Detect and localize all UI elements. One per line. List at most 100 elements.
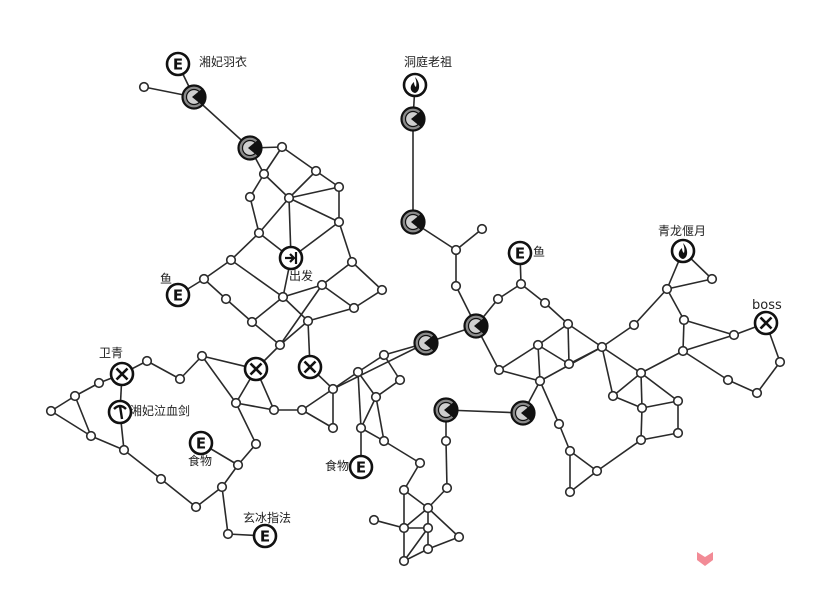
map-node[interactable] [672, 427, 684, 439]
map-node[interactable] [355, 422, 367, 434]
map-node[interactable] [628, 319, 640, 331]
map-node[interactable] [45, 405, 57, 417]
map-node[interactable] [564, 486, 576, 498]
map-node[interactable] [346, 256, 358, 268]
map-node[interactable] [368, 514, 380, 526]
map-node[interactable] [376, 284, 388, 296]
map-node[interactable] [476, 223, 488, 235]
map-node[interactable] [722, 374, 734, 386]
map-node[interactable] [562, 318, 574, 330]
map-node[interactable] [118, 444, 130, 456]
battle-node-icon[interactable] [109, 361, 135, 387]
map-node[interactable] [635, 434, 647, 446]
gear-icon[interactable] [510, 400, 536, 426]
map-node[interactable] [333, 181, 345, 193]
map-node[interactable] [398, 522, 410, 534]
map-node[interactable] [310, 165, 322, 177]
map-node[interactable] [93, 377, 105, 389]
map-node[interactable] [398, 484, 410, 496]
map-node[interactable] [422, 543, 434, 555]
map-node[interactable] [277, 291, 289, 303]
map-node[interactable] [378, 435, 390, 447]
map-node[interactable] [378, 349, 390, 361]
pink-heart-icon[interactable] [697, 552, 713, 566]
map-node[interactable] [348, 302, 360, 314]
gear-icon[interactable] [400, 209, 426, 235]
gear-icon[interactable] [463, 313, 489, 339]
map-node[interactable] [276, 141, 288, 153]
map-node[interactable] [155, 473, 167, 485]
event-node-icon[interactable]: E [507, 240, 533, 266]
map-node[interactable] [246, 316, 258, 328]
map-node[interactable] [515, 278, 527, 290]
map-node[interactable] [190, 501, 202, 513]
map-node[interactable] [441, 482, 453, 494]
map-node[interactable] [774, 356, 786, 368]
battle-node-icon[interactable] [243, 356, 269, 382]
map-node[interactable] [493, 364, 505, 376]
map-node[interactable] [677, 345, 689, 357]
map-node[interactable] [370, 391, 382, 403]
map-node[interactable] [661, 283, 673, 295]
map-node[interactable] [268, 404, 280, 416]
map-node[interactable] [751, 387, 763, 399]
map-node[interactable] [232, 459, 244, 471]
map-node[interactable] [327, 383, 339, 395]
map-node[interactable] [316, 279, 328, 291]
map-node[interactable] [333, 216, 345, 228]
event-node-icon[interactable]: E [348, 454, 374, 480]
map-node[interactable] [450, 244, 462, 256]
map-node[interactable] [244, 191, 256, 203]
map-node[interactable] [440, 435, 452, 447]
map-node[interactable] [141, 355, 153, 367]
event-node-icon[interactable]: E [188, 430, 214, 456]
map-node[interactable] [422, 502, 434, 514]
map-node[interactable] [422, 522, 434, 534]
battle-node-icon[interactable] [753, 310, 779, 336]
battle-node-icon[interactable] [297, 354, 323, 380]
map-node[interactable] [222, 528, 234, 540]
map-node[interactable] [138, 81, 150, 93]
gear-icon[interactable] [237, 135, 263, 161]
flame-icon[interactable] [670, 238, 696, 264]
map-node[interactable] [563, 358, 575, 370]
gear-icon[interactable] [413, 330, 439, 356]
map-node[interactable] [492, 293, 504, 305]
map-node[interactable] [283, 192, 295, 204]
map-node[interactable] [706, 273, 718, 285]
gear-icon[interactable] [181, 84, 207, 110]
map-node[interactable] [216, 481, 228, 493]
map-node[interactable] [591, 465, 603, 477]
map-node[interactable] [394, 374, 406, 386]
map-node[interactable] [553, 418, 565, 430]
map-node[interactable] [174, 373, 186, 385]
map-node[interactable] [635, 367, 647, 379]
map-node[interactable] [532, 339, 544, 351]
map-node[interactable] [250, 438, 262, 450]
map-node[interactable] [198, 273, 210, 285]
map-node[interactable] [414, 457, 426, 469]
map-node[interactable] [352, 366, 364, 378]
map-node[interactable] [196, 350, 208, 362]
gear-icon[interactable] [433, 397, 459, 423]
gear-icon[interactable] [400, 106, 426, 132]
map-node[interactable] [453, 531, 465, 543]
map-node[interactable] [302, 315, 314, 327]
map-node[interactable] [678, 314, 690, 326]
map-node[interactable] [728, 329, 740, 341]
event-node-icon[interactable]: E [165, 51, 191, 77]
map-node[interactable] [636, 402, 648, 414]
map-node[interactable] [596, 341, 608, 353]
map-node[interactable] [225, 254, 237, 266]
map-node[interactable] [398, 555, 410, 567]
map-node[interactable] [230, 397, 242, 409]
map-node[interactable] [450, 280, 462, 292]
map-node[interactable] [327, 422, 339, 434]
map-node[interactable] [69, 390, 81, 402]
map-node[interactable] [672, 395, 684, 407]
map-node[interactable] [564, 445, 576, 457]
map-node[interactable] [258, 168, 270, 180]
map-node[interactable] [539, 297, 551, 309]
map-node[interactable] [274, 339, 286, 351]
map-node[interactable] [607, 390, 619, 402]
